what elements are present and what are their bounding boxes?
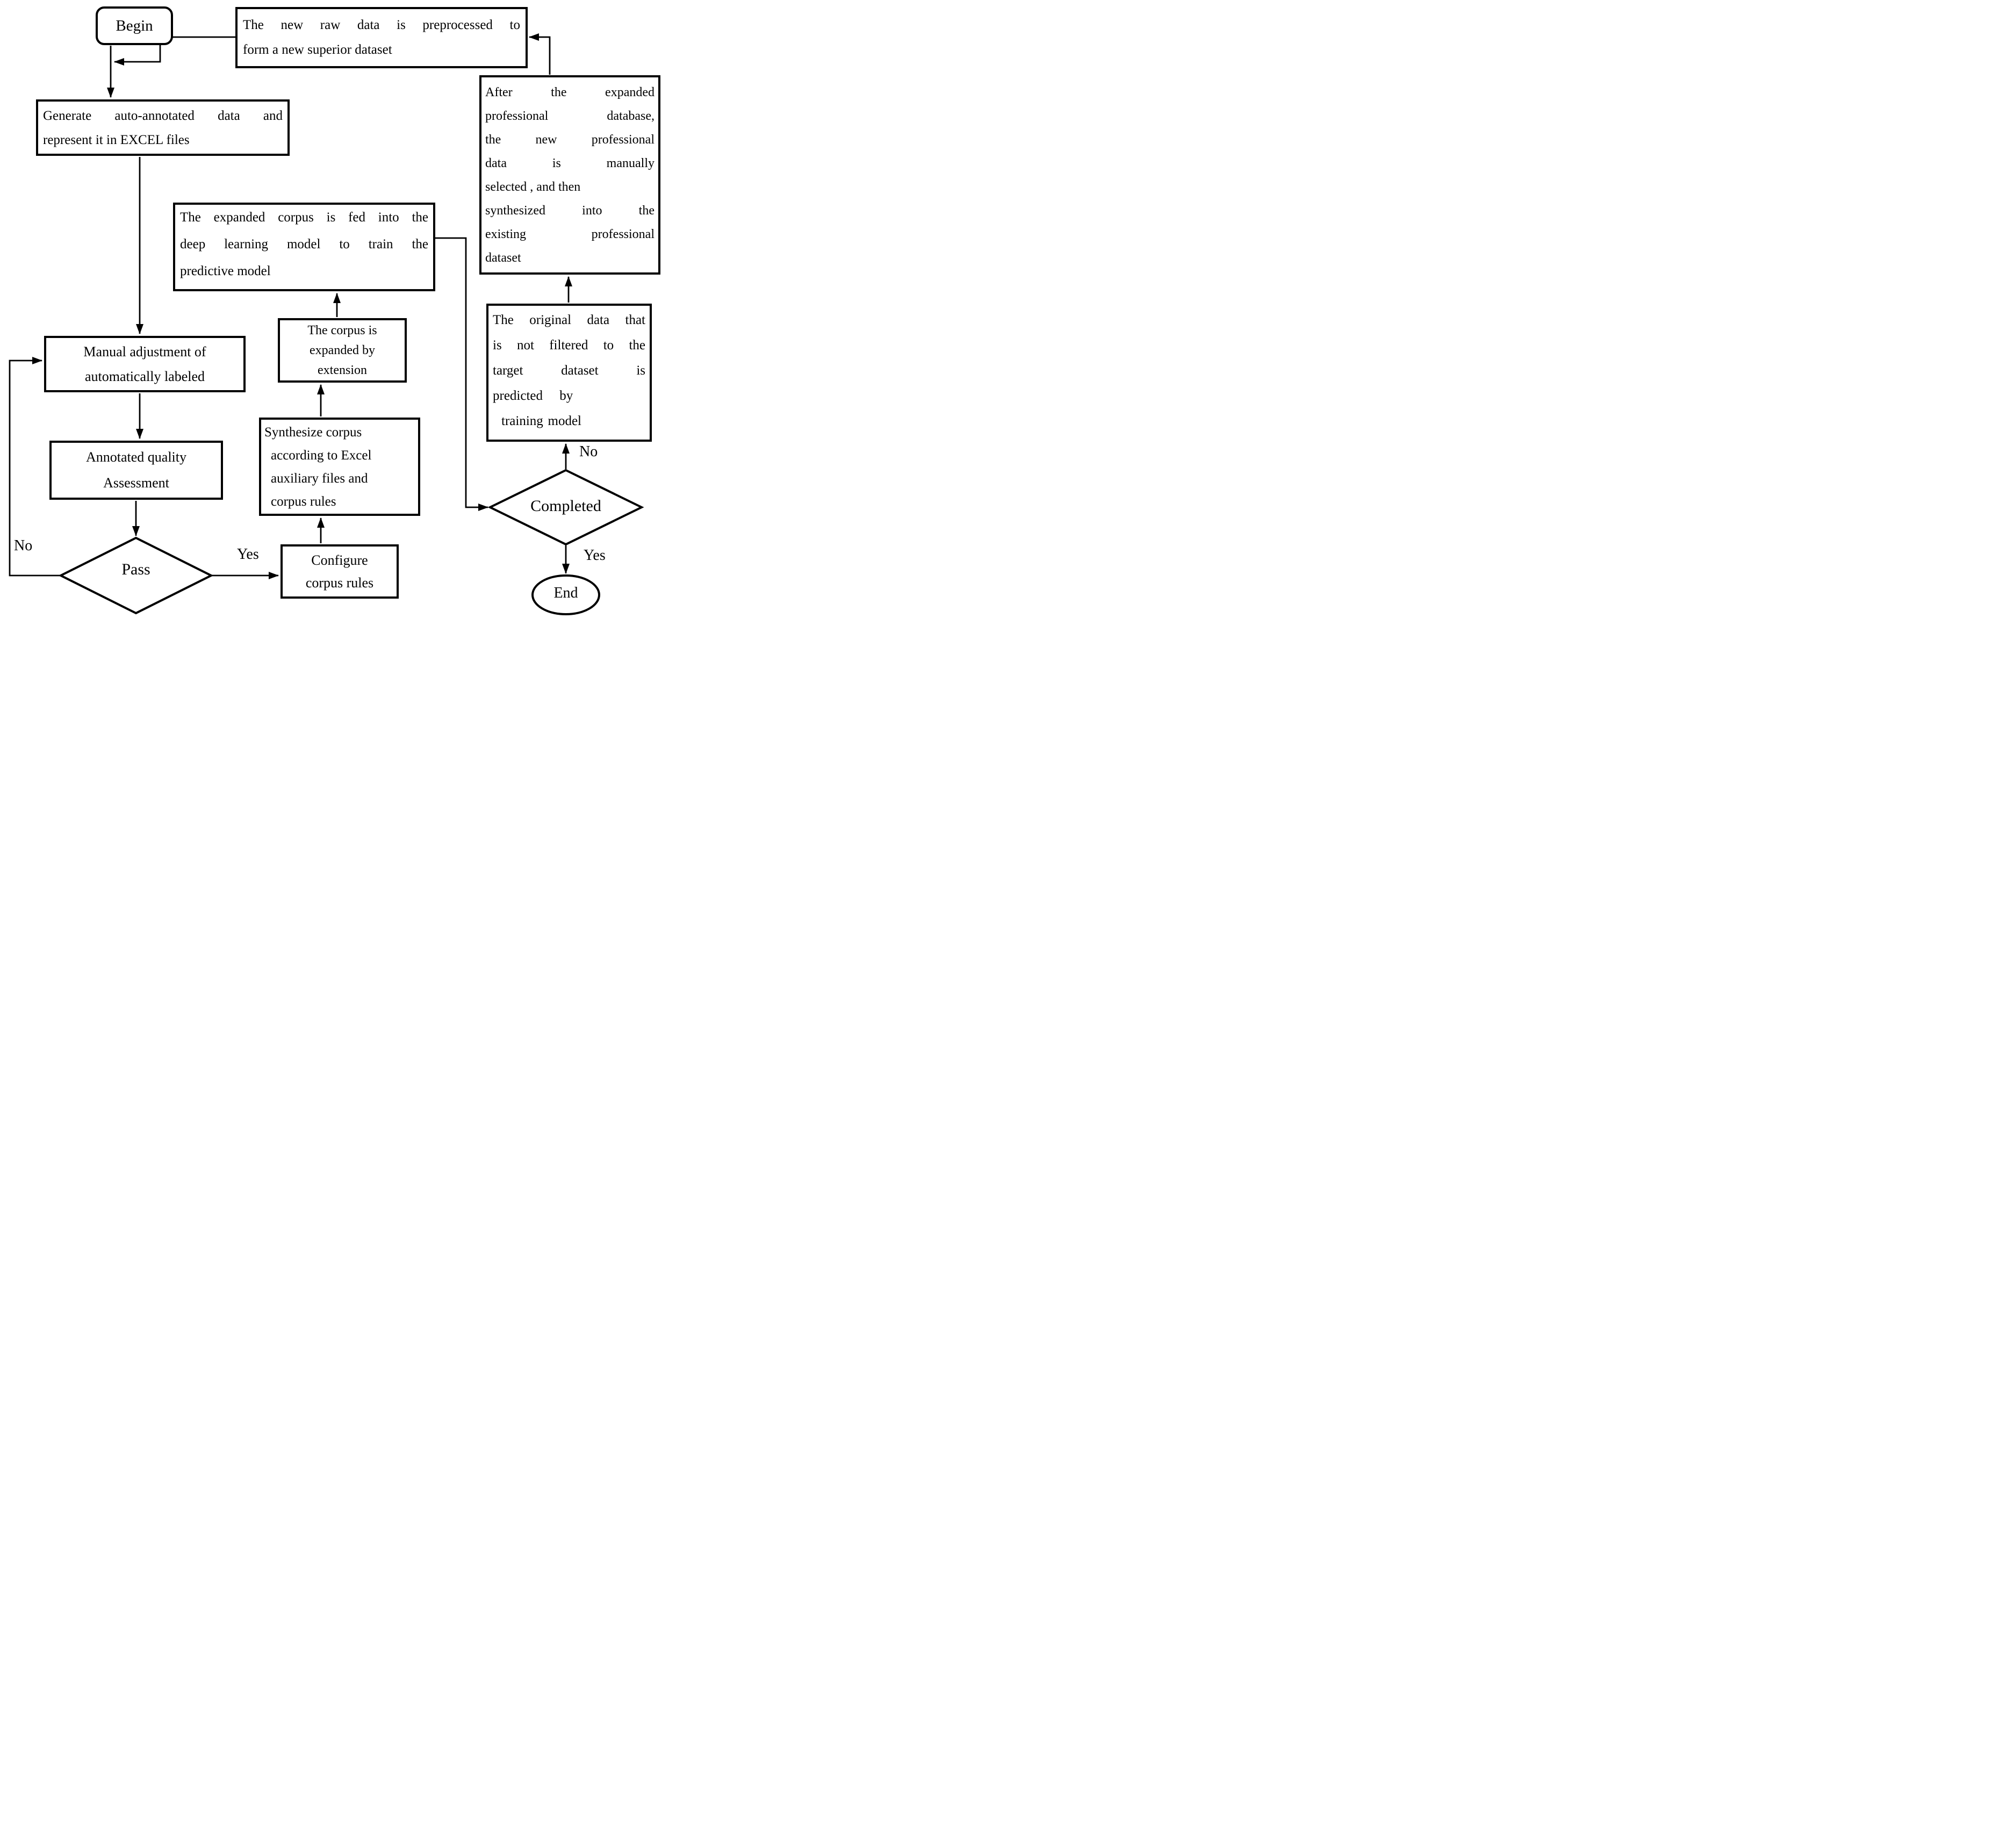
text-line: form a new superior dataset (243, 42, 392, 57)
node-predict-original-data: The original data that is not filtered to… (486, 304, 652, 442)
node-manual-adjustment: Manual adjustment of automatically labele… (44, 336, 246, 392)
node-corpus-expanded: The corpus is expanded by extension (278, 318, 407, 383)
completed-yes-edge-label: Yes (584, 547, 606, 564)
text-line: The original data that (493, 313, 645, 327)
text-line: existing professional (485, 227, 655, 241)
text-line: according to Excel (271, 448, 372, 463)
edge-pass-no-manual (9, 357, 61, 577)
text-line: Configure (311, 552, 368, 568)
text-line: corpus rules (271, 494, 336, 509)
text-line: is not filtered to the (493, 338, 645, 353)
text-line: The expanded corpus is fed into the (180, 210, 428, 225)
begin-label: Begin (116, 17, 153, 34)
edge-preprocess-return (114, 36, 235, 66)
text-line: predictive model (180, 263, 271, 278)
text-line: corpus rules (305, 574, 374, 591)
text-line: extension (318, 363, 367, 377)
text-line: selected , and then (485, 179, 581, 194)
text-line: target dataset is (493, 363, 645, 378)
node-preprocess-raw-data: The new raw data is preprocessed to form … (235, 7, 528, 68)
pass-no-edge-label: No (14, 537, 33, 554)
edge-after-preprocess (529, 33, 551, 75)
pass-decision-diamond (58, 536, 214, 615)
completed-no-edge-label: No (579, 443, 598, 460)
completed-decision-label: Completed (530, 497, 601, 515)
text-line: predicted by (493, 389, 573, 403)
text-line: professional database, (485, 109, 655, 123)
text-line: the new professional (485, 132, 655, 147)
text-line: Assessment (103, 475, 169, 491)
text-line: expanded by (310, 343, 375, 357)
end-terminator-ellipse (531, 574, 600, 615)
text-line: Synthesize corpus (264, 425, 362, 440)
text-line: Generate auto-annotated data and (43, 108, 283, 123)
text-line: Annotated quality (85, 449, 186, 465)
completed-decision-diamond (487, 469, 644, 546)
text-line: The new raw data is preprocessed to (243, 18, 520, 32)
connector-layer (9, 33, 644, 615)
pass-decision-label: Pass (121, 560, 150, 578)
end-label: End (553, 585, 578, 601)
text-line: auxiliary files and (271, 471, 368, 486)
node-train-predictive-model: The expanded corpus is fed into the deep … (173, 203, 435, 291)
text-line: synthesized into the (485, 203, 655, 218)
text-line: training model (501, 414, 581, 428)
pass-yes-edge-label: Yes (237, 546, 259, 563)
node-configure-corpus-rules: Configure corpus rules (281, 544, 399, 599)
node-begin: Begin (96, 6, 173, 45)
node-after-expanded-database: After the expanded professional database,… (479, 75, 660, 275)
flowchart-canvas: Begin The new raw data is preprocessed t… (0, 0, 664, 616)
text-line: The corpus is (307, 323, 377, 337)
text-line: data is manually (485, 156, 655, 170)
text-line: automatically labeled (84, 368, 205, 384)
text-line: dataset (485, 250, 521, 265)
text-line: represent it in EXCEL files (43, 132, 190, 147)
node-generate-auto-annotated: Generate auto-annotated data and represen… (36, 99, 290, 156)
text-line: Manual adjustment of (83, 343, 206, 359)
edge-train-completed (435, 237, 488, 511)
text-line: deep learning model to train the (180, 236, 428, 251)
node-synthesize-corpus: Synthesize corpus according to Excel auxil… (259, 418, 420, 516)
text-line: After the expanded (485, 85, 655, 99)
